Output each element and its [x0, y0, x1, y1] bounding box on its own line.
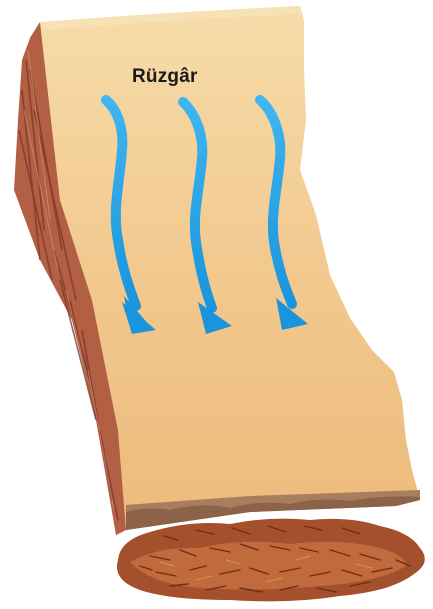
slope-surface — [40, 6, 420, 530]
wind-label: Rüzgâr — [132, 66, 198, 88]
debris-pile — [117, 519, 425, 602]
